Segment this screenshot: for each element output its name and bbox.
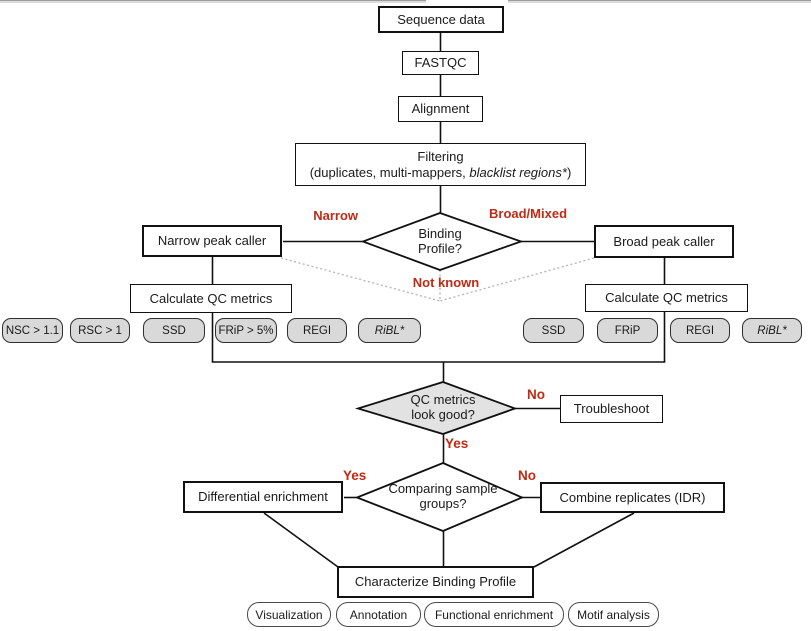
branch-label-comparing-yes: Yes [343,468,367,483]
branch-label-qc-yes: Yes [445,436,469,451]
calc-qc-left-box: Calculate QC metrics [130,284,292,313]
combine-replicates-box: Combine replicates (IDR) [540,482,725,513]
binding-profile-diamond [360,212,524,271]
troubleshoot-label: Troubleshoot [573,401,650,417]
filtering-detail-italic: blacklist regions* [469,164,567,180]
combine-replicates-label: Combine replicates (IDR) [559,489,706,505]
dotted-notknown-narrow [280,257,441,302]
qc-metric-pill-regi-right: REGI [670,318,730,343]
calc-qc-right-box: Calculate QC metrics [585,284,748,312]
branch-label-comparing-no: No [518,468,536,483]
output-label: Functional enrichment [434,607,554,622]
broad-peak-caller-label: Broad peak caller [613,233,715,249]
branch-label-not-known: Not known [412,275,480,290]
binding-profile-decision-label: Binding Profile? [417,225,463,256]
output-pill-annotation: Annotation [336,602,421,627]
output-pill-visualization: Visualization [247,602,331,627]
qc-metric-label: REGI [302,324,332,337]
branch-label-broad-mixed: Broad/Mixed [489,206,568,221]
edge-differential-characterize [263,512,339,568]
differential-enrichment-label: Differential enrichment [198,489,328,505]
qc-metric-pill-ribl-right: RiBL* [742,318,802,343]
broad-peak-caller-box: Broad peak caller [594,225,734,258]
filtering-detail-suffix: ) [566,164,572,180]
qc-metric-pill-nsc: NSC > 1.1 [2,318,63,343]
output-label: Visualization [255,607,323,622]
output-label: Motif analysis [577,607,650,622]
qc-metric-pill-rsc: RSC > 1 [70,318,130,343]
qc-metric-label: RiBL* [374,324,405,337]
qc-metric-pill-frip-left: FRiP > 5% [215,318,277,343]
branch-label-qc-no: No [527,387,545,402]
filtering-box: Filtering (duplicates, multi-mappers, bl… [295,143,586,186]
qc-metric-label: RiBL* [757,324,787,337]
output-pill-motif-analysis: Motif analysis [568,602,659,627]
edge-combine-characterize [533,512,635,568]
filtering-detail: (duplicates, multi-mappers, blacklist re… [310,165,572,181]
qc-metric-label: SSD [162,324,186,337]
qc-metric-label: REGI [685,324,715,337]
sequence-data-box: Sequence data [378,6,504,33]
qc-good-diamond [354,381,518,435]
characterize-label: Characterize Binding Profile [354,574,517,590]
qc-metric-pill-regi-left: REGI [287,318,347,343]
calc-qc-right-label: Calculate QC metrics [605,290,728,306]
narrow-peak-caller-box: Narrow peak caller [142,225,282,257]
separator-rule-right [508,0,811,3]
qc-metric-pill-ribl-left: RiBL* [358,318,421,343]
output-label: Annotation [349,607,408,622]
branch-label-narrow: Narrow [313,208,358,223]
qc-metric-label: FRiP [614,324,641,337]
sequence-data-label: Sequence data [397,11,485,27]
alignment-label: Alignment [411,101,470,117]
fastqc-label: FASTQC [414,55,467,71]
qc-good-decision-label: QC metrics look good? [410,392,476,422]
separator-rule-left [0,0,426,3]
comparing-diamond [354,462,525,532]
filtering-detail-prefix: (duplicates, multi-mappers, [309,164,470,180]
qc-metric-label: SSD [541,324,566,337]
output-pill-functional-enrichment: Functional enrichment [424,602,564,627]
alignment-box: Alignment [398,96,483,122]
comparing-decision-label: Comparing sample groups? [388,481,498,511]
calc-qc-left-label: Calculate QC metrics [149,290,273,306]
narrow-peak-caller-label: Narrow peak caller [157,233,267,249]
fastqc-box: FASTQC [402,51,479,75]
filtering-title: Filtering [417,148,464,164]
characterize-box: Characterize Binding Profile [337,566,534,598]
troubleshoot-box: Troubleshoot [560,395,663,423]
qc-metric-pill-ssd-right: SSD [523,318,584,343]
qc-metric-label: NSC > 1.1 [5,324,60,337]
qc-metric-label: FRiP > 5% [218,324,274,337]
differential-enrichment-box: Differential enrichment [183,481,343,513]
qc-metric-pill-frip-right: FRiP [597,318,658,343]
qc-metric-label: RSC > 1 [78,324,122,337]
qc-metric-pill-ssd-left: SSD [143,318,205,343]
